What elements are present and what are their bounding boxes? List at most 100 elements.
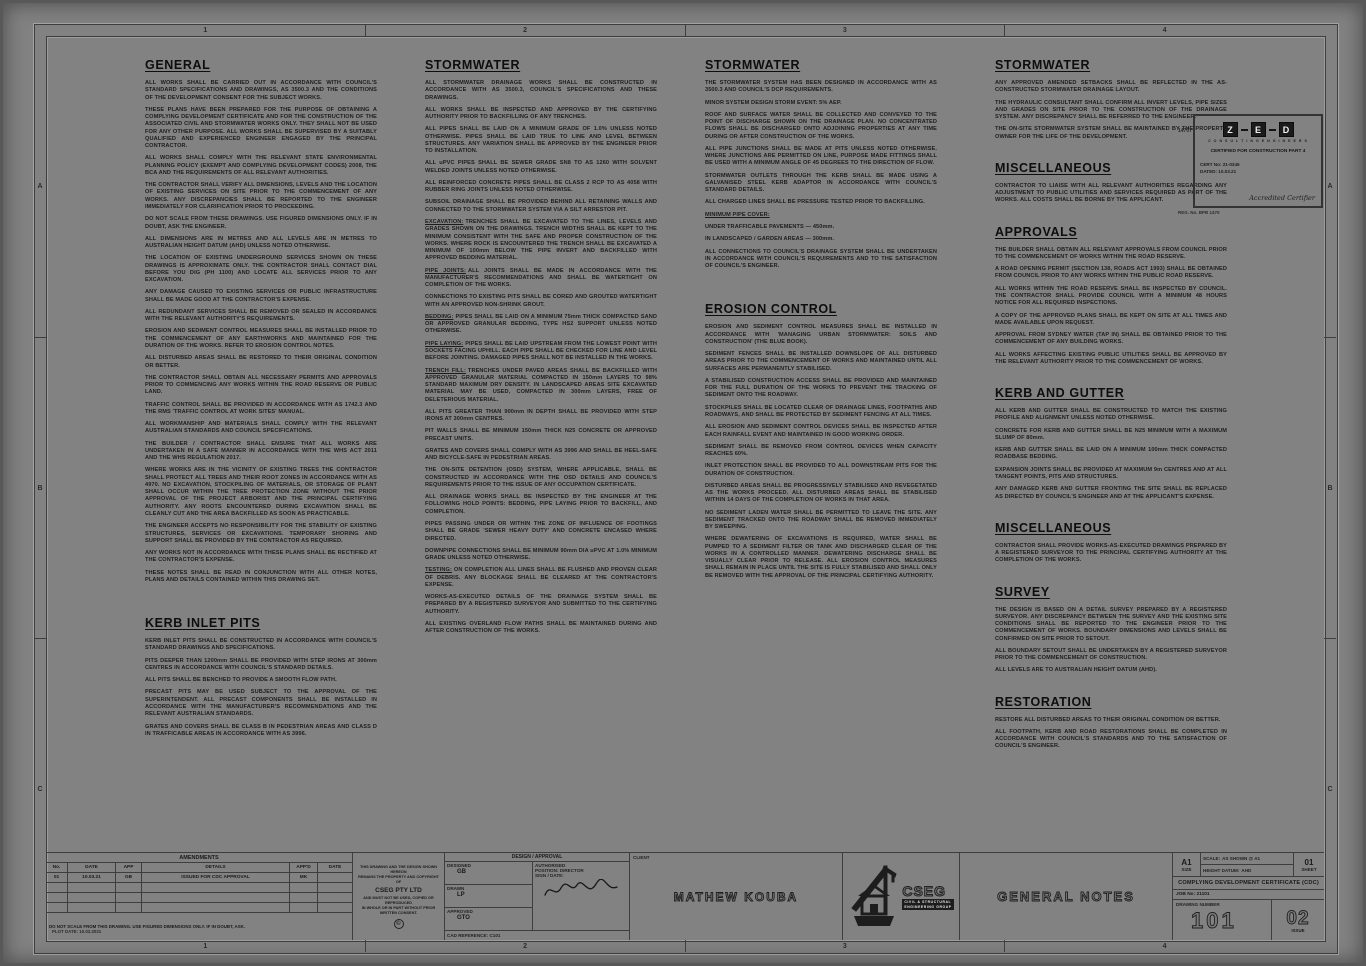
approved-field: APPROVED GTO bbox=[445, 908, 532, 930]
stamp-signature-label: Accredited Certifier bbox=[1249, 194, 1315, 202]
note-text: THE ON-SITE STORMWATER SYSTEM SHALL BE M… bbox=[995, 126, 1227, 140]
note-paragraph: ALL WORKS AFFECTING EXISTING PUBLIC UTIL… bbox=[995, 352, 1227, 367]
note-paragraph: DOWNPIPE CONNECTIONS SHALL BE MINIMUM 90… bbox=[425, 548, 657, 563]
note-text: ALL KERB AND GUTTER SHALL BE CONSTRUCTED… bbox=[995, 408, 1227, 422]
section-heading: STORMWATER bbox=[705, 58, 801, 72]
note-paragraph: ALL REINFORCED CONCRETE PIPES SHALL BE C… bbox=[425, 180, 657, 195]
notes-section: RESTORATION RESTORE ALL DISTURBED AREAS … bbox=[995, 695, 1227, 751]
note-text: THE LOCATION OF EXISTING UNDERGROUND SER… bbox=[145, 255, 377, 284]
section-paragraphs: ALL WORKS SHALL BE CARRIED OUT IN ACCORD… bbox=[145, 80, 377, 584]
col-header-app: APP bbox=[116, 863, 142, 872]
note-text: THE BUILDER / CONTRACTOR SHALL ENSURE TH… bbox=[145, 440, 377, 462]
note-text: ALL EXISTING OVERLAND FLOW PATHS SHALL B… bbox=[425, 620, 657, 635]
note-paragraph: SEDIMENT SHALL BE REMOVED FROM CONTROL D… bbox=[705, 444, 937, 459]
note-paragraph: THE ENGINEER ACCEPTS NO RESPONSIBILITY F… bbox=[145, 523, 377, 545]
note-text: THE DESIGN IS BASED ON A DETAIL SURVEY P… bbox=[995, 606, 1227, 642]
note-text: WHERE WORKS ARE IN THE VICINITY OF EXIST… bbox=[145, 467, 377, 518]
note-paragraph: INLET PROTECTION SHALL BE PROVIDED TO AL… bbox=[705, 463, 937, 478]
note-text: THE HYDRAULIC CONSULTANT SHALL CONFIRM A… bbox=[995, 99, 1227, 121]
stamp-reference-number: 14707 bbox=[1178, 128, 1192, 134]
drawn-label: DRAWN bbox=[447, 886, 465, 891]
note-paragraph: WHERE DEWATERING OF EXCAVATIONS IS REQUI… bbox=[705, 536, 937, 580]
notes-column-3: STORMWATER THE STORMWATER SYSTEM HAS BEE… bbox=[705, 58, 937, 844]
approved-value: GTO bbox=[457, 915, 470, 921]
note-text: STOCKPILES SHALL BE LOCATED CLEAR OF DRA… bbox=[705, 404, 937, 418]
note-paragraph: ANY DAMAGED KERB AND GUTTER FRONTING THE… bbox=[995, 486, 1227, 501]
note-text: THE ON-SITE DETENTION (OSD) SYSTEM, WHER… bbox=[425, 467, 657, 488]
grid-ref-label: B bbox=[34, 336, 46, 639]
note-paragraph: ALL KERB AND GUTTER SHALL BE CONSTRUCTED… bbox=[995, 408, 1227, 423]
note-paragraph: THE CONTRACTOR SHALL VERIFY ALL DIMENSIO… bbox=[145, 182, 377, 211]
note-text: EXPANSION JOINTS SHALL BE PROVIDED AT MA… bbox=[995, 466, 1227, 480]
note-text: KERB AND GUTTER SHALL BE LAID ON A MINIM… bbox=[995, 447, 1227, 461]
note-text: ALL STORMWATER DRAINAGE WORKS SHALL BE C… bbox=[425, 80, 657, 101]
note-paragraph: ALL DISTURBED AREAS SHALL BE RESTORED TO… bbox=[145, 355, 377, 370]
grid-ref-label: A bbox=[1327, 182, 1333, 190]
note-paragraph: DO NOT SCALE FROM THESE DRAWINGS. USE FI… bbox=[145, 216, 377, 231]
grid-ref-label: C bbox=[1324, 638, 1336, 940]
note-text: NO SEDIMENT LADEN WATER SHALL BE PERMITT… bbox=[705, 509, 937, 531]
grid-ref-label: C bbox=[34, 638, 46, 940]
note-paragraph: ALL PITS GREATER THAN 900mm IN DEPTH SHA… bbox=[425, 409, 657, 424]
note-paragraph: ALL WORKS SHALL BE CARRIED OUT IN ACCORD… bbox=[145, 80, 377, 102]
note-text: DISTURBED AREAS SHALL BE PROGRESSIVELY S… bbox=[705, 482, 937, 504]
section-paragraphs: THE BUILDER SHALL OBTAIN ALL RELEVANT AP… bbox=[995, 247, 1227, 366]
note-paragraph: ALL PIPES SHALL BE LAID ON A MINIMUM GRA… bbox=[425, 126, 657, 155]
note-text: THESE NOTES SHALL BE READ IN CONJUNCTION… bbox=[145, 569, 377, 583]
grid-ref-label: 4 bbox=[1004, 940, 1324, 952]
note-text: CONTRACTOR SHALL PROVIDE WORKS-AS-EXECUT… bbox=[995, 542, 1227, 564]
note-text: CONCRETE FOR KERB AND GUTTER SHALL BE N2… bbox=[995, 427, 1227, 441]
note-paragraph: CONTRACTOR SHALL PROVIDE WORKS-AS-EXECUT… bbox=[995, 543, 1227, 565]
section-heading: MISCELLANEOUS bbox=[995, 520, 1112, 535]
note-paragraph: ALL DIMENSIONS ARE IN METRES AND ALL LEV… bbox=[145, 236, 377, 251]
note-lead: TRENCH FILL: bbox=[425, 367, 466, 374]
note-paragraph: THE DESIGN IS BASED ON A DETAIL SURVEY P… bbox=[995, 607, 1227, 643]
section-heading: STORMWATER bbox=[425, 58, 521, 72]
note-paragraph: A STABILISED CONSTRUCTION ACCESS SHALL B… bbox=[705, 378, 937, 400]
note-paragraph: ALL WORKMANSHIP AND MATERIALS SHALL COMP… bbox=[145, 421, 377, 436]
copyright-line: WRITTEN CONSENT. bbox=[379, 911, 418, 916]
section-heading: STORMWATER bbox=[995, 58, 1091, 72]
note-text: THE ENGINEER ACCEPTS NO RESPONSIBILITY F… bbox=[145, 523, 377, 544]
note-text: PIPES SHALL BE LAID UPSTREAM FROM THE LO… bbox=[425, 340, 657, 362]
note-paragraph: ALL CHARGED LINES SHALL BE PRESSURE TEST… bbox=[705, 199, 937, 206]
amendments-rows: 01 10.03.21 GB ISSUED FOR CDC APPROVAL M… bbox=[46, 873, 352, 883]
drawn-field: DRAWN LP bbox=[445, 885, 532, 908]
authorised-signature-scrawl bbox=[544, 879, 618, 896]
note-text: ALL CHARGED LINES SHALL BE PRESSURE TEST… bbox=[705, 199, 925, 206]
cseg-logo-subtitle-line1: CIVIL & STRUCTURAL bbox=[904, 899, 952, 904]
note-text: ALL PIPES SHALL BE LAID ON A MINIMUM GRA… bbox=[425, 126, 657, 155]
note-text: STORMWATER OUTLETS THROUGH THE KERB SHAL… bbox=[705, 172, 937, 194]
note-text: CONTRACTOR TO LIAISE WITH ALL RELEVANT A… bbox=[995, 182, 1227, 204]
note-text: ALL DISTURBED AREAS SHALL BE RESTORED TO… bbox=[145, 355, 377, 369]
note-text: WORKS-AS-EXECUTED DETAILS OF THE DRAINAG… bbox=[425, 594, 657, 615]
designed-label: DESIGNED bbox=[447, 863, 471, 868]
note-text: CONNECTIONS TO EXISTING PITS SHALL BE CO… bbox=[425, 294, 657, 308]
note-paragraph: NO SEDIMENT LADEN WATER SHALL BE PERMITT… bbox=[705, 510, 937, 532]
note-text: SEDIMENT SHALL BE REMOVED FROM CONTROL D… bbox=[705, 443, 937, 458]
note-paragraph: THE HYDRAULIC CONSULTANT SHALL CONFIRM A… bbox=[995, 100, 1227, 122]
note-text: THE BUILDER SHALL OBTAIN ALL RELEVANT AP… bbox=[995, 246, 1227, 260]
scale-value: AS SHOWN @ A1 bbox=[1222, 856, 1261, 861]
rev-date: 10.03.21 bbox=[68, 873, 116, 882]
approved-label: APPROVED bbox=[447, 909, 473, 914]
client-name: MATHEW KOUBA bbox=[673, 889, 799, 904]
section-paragraphs: ALL KERB AND GUTTER SHALL BE CONSTRUCTED… bbox=[995, 408, 1227, 501]
note-text: ANY DAMAGE CAUSED TO EXISTING SERVICES O… bbox=[145, 289, 377, 303]
cseg-logo-subtitle: CIVIL & STRUCTURAL ENGINEERING GROUP bbox=[902, 898, 954, 911]
zed-letter-e: E bbox=[1250, 122, 1266, 137]
note-paragraph: SEDIMENT FENCES SHALL BE INSTALLED DOWNS… bbox=[705, 351, 937, 373]
note-text: ROOF AND SURFACE WATER SHALL BE COLLECTE… bbox=[705, 111, 937, 140]
copyright-line: IN WHOLE OR IN PART WITHOUT PRIOR bbox=[361, 906, 436, 911]
note-text: ALL WORKMANSHIP AND MATERIALS SHALL COMP… bbox=[145, 421, 377, 435]
note-paragraph: THE BUILDER / CONTRACTOR SHALL ENSURE TH… bbox=[145, 441, 377, 463]
plot-note: PLOT DATE: 10.03.2021 bbox=[52, 929, 102, 934]
cseg-logo-icon bbox=[851, 864, 897, 926]
note-text: MINOR SYSTEM DESIGN STORM EVENT: 5% AEP. bbox=[705, 99, 842, 106]
note-paragraph: KERB AND GUTTER SHALL BE LAID ON A MINIM… bbox=[995, 447, 1227, 462]
cseg-logo-subtitle-line2: ENGINEERING GROUP bbox=[904, 904, 952, 909]
note-text: ON COMPLETION ALL LINES SHALL BE FLUSHED… bbox=[425, 567, 657, 588]
